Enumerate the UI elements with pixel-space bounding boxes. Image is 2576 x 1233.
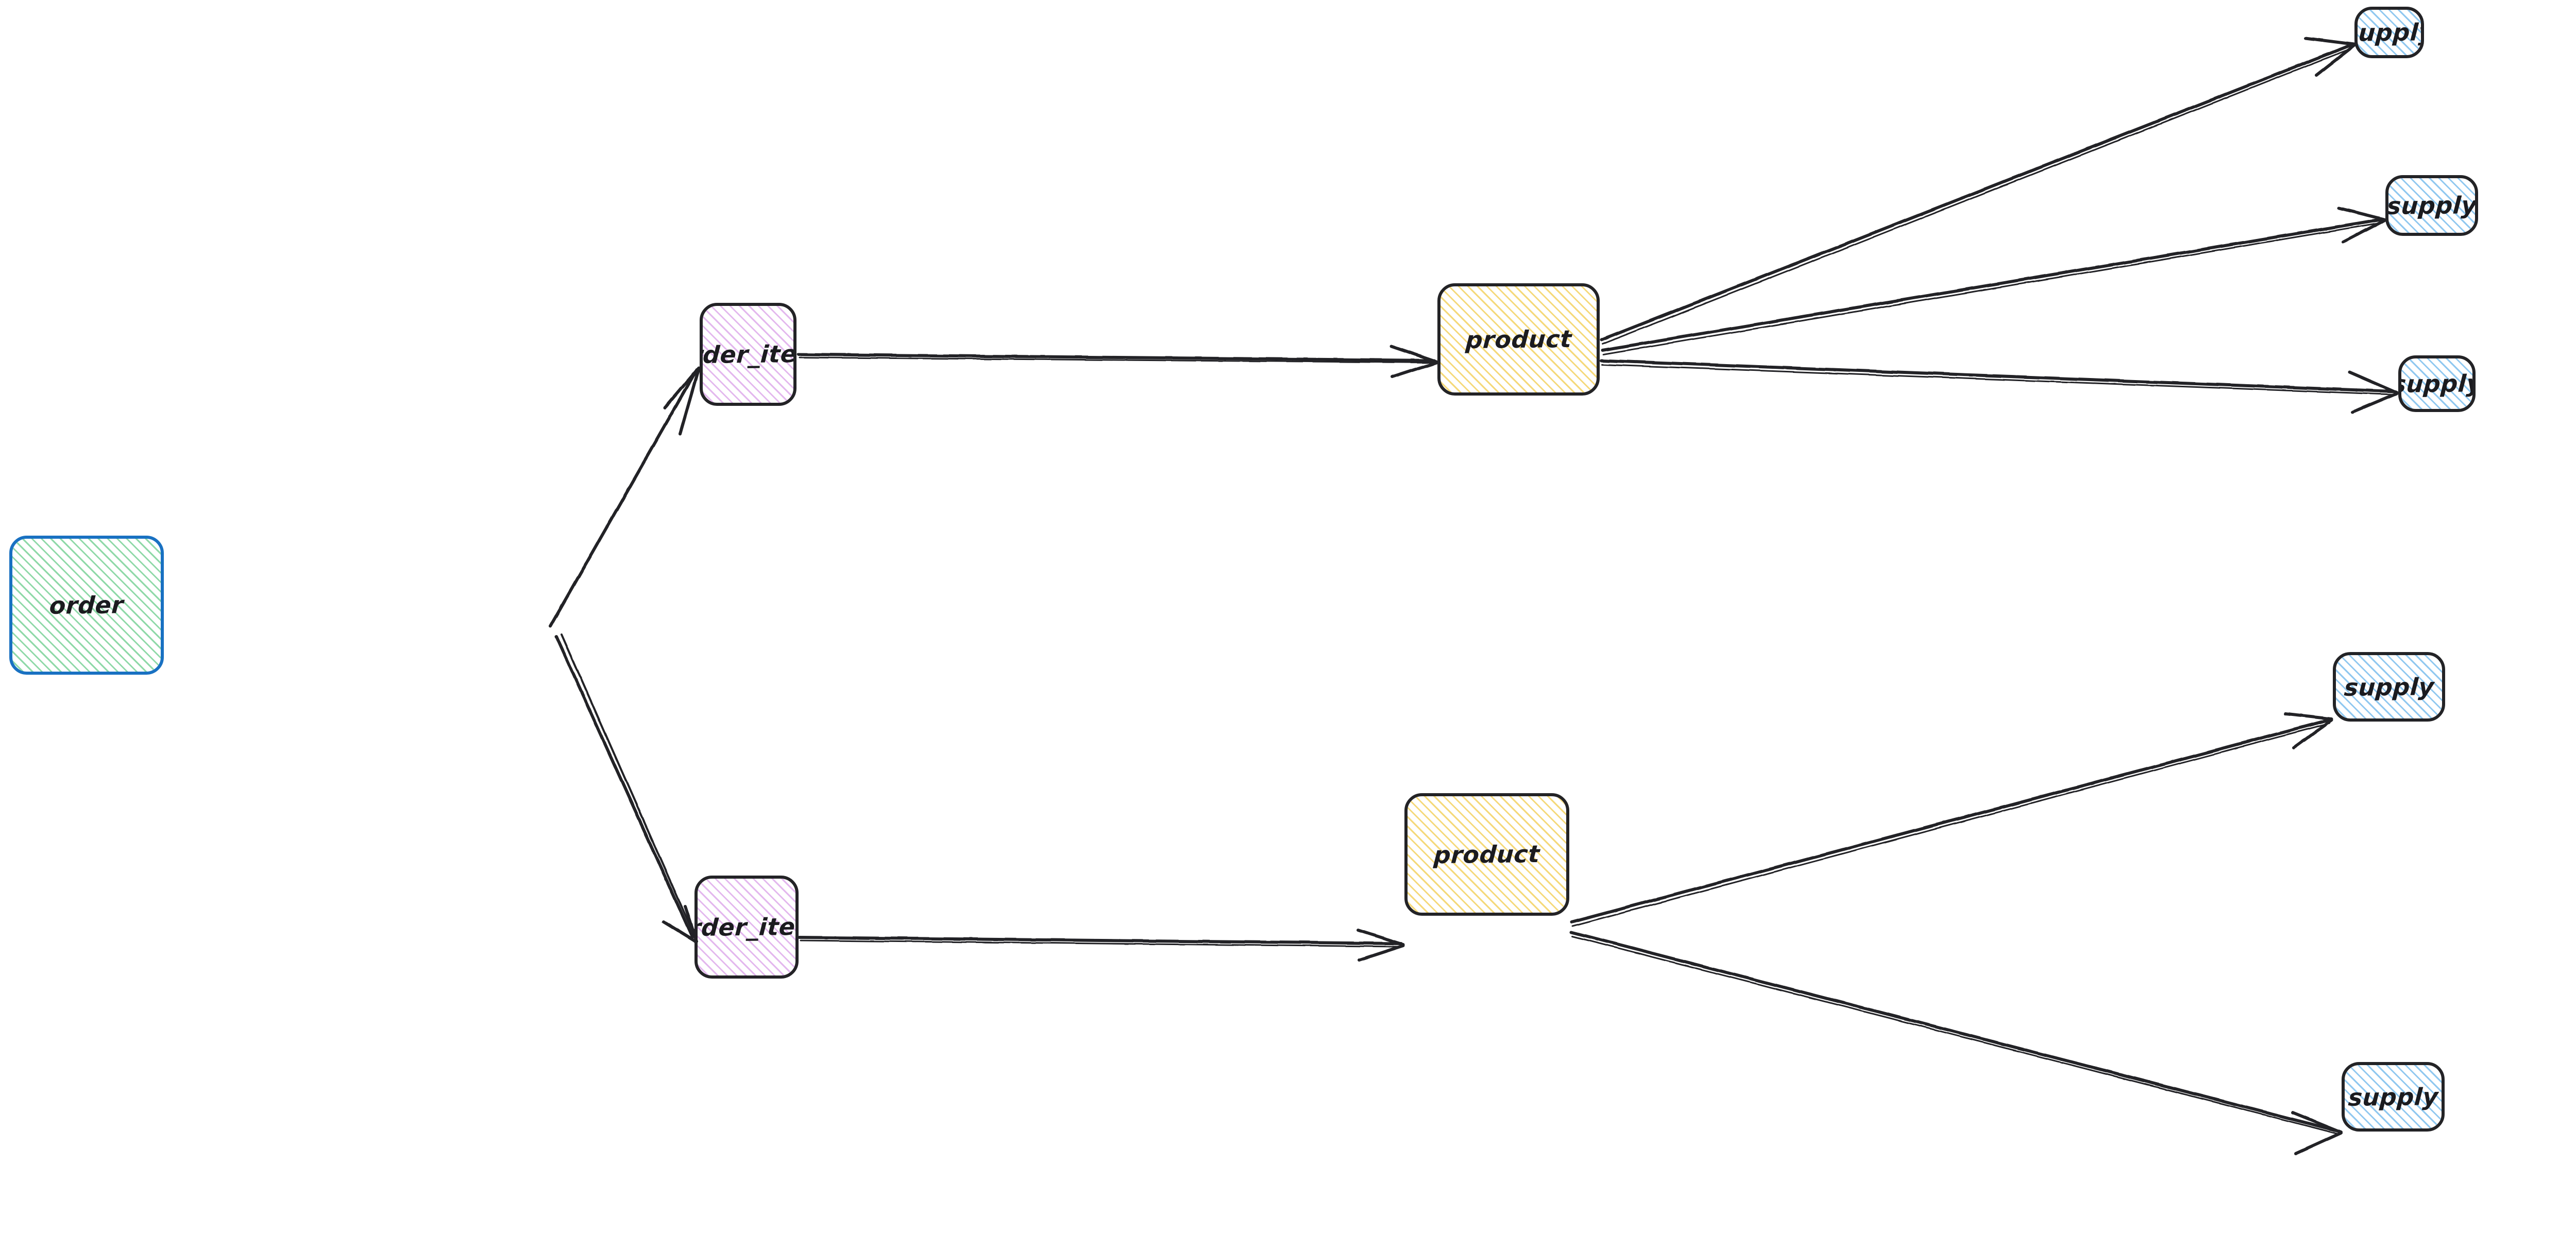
edge-product-to-supply-1 bbox=[1600, 37, 2356, 345]
edge-order-item-to-product-upper bbox=[797, 345, 1438, 379]
node-order-item-upper[interactable]: order_item bbox=[700, 303, 796, 406]
node-product-lower[interactable]: product bbox=[1404, 793, 1569, 916]
node-order-item-upper-label: order_item bbox=[700, 339, 796, 369]
node-product-upper-label: product bbox=[1464, 324, 1573, 354]
node-supply-1-label: supply bbox=[2354, 18, 2424, 47]
node-supply-3-label: supply bbox=[2398, 369, 2476, 398]
edge-product-to-supply-4 bbox=[1570, 712, 2333, 927]
node-supply-5-label: supply bbox=[2347, 1082, 2439, 1111]
node-supply-5[interactable]: supply bbox=[2342, 1062, 2445, 1132]
node-supply-2[interactable]: supply bbox=[2385, 175, 2478, 236]
node-supply-4[interactable]: supply bbox=[2333, 652, 2445, 722]
node-supply-3[interactable]: supply bbox=[2398, 355, 2476, 412]
edge-order-to-order-item-upper bbox=[549, 366, 700, 628]
edge-order-item-to-product-lower bbox=[798, 929, 1405, 962]
node-product-upper[interactable]: product bbox=[1437, 283, 1600, 396]
node-supply-4-label: supply bbox=[2343, 672, 2435, 701]
edge-product-to-supply-2 bbox=[1601, 207, 2386, 355]
node-supply-1[interactable]: supply bbox=[2354, 7, 2424, 58]
node-order-item-lower[interactable]: order_item bbox=[694, 876, 799, 979]
edge-product-to-supply-5 bbox=[1570, 931, 2343, 1155]
edge-product-to-supply-3 bbox=[1600, 359, 2398, 414]
node-product-lower-label: product bbox=[1433, 840, 1541, 869]
node-order[interactable]: order bbox=[9, 536, 164, 675]
node-supply-2-label: supply bbox=[2385, 191, 2478, 220]
edge-order-to-order-item-lower bbox=[555, 633, 698, 943]
node-order-label: order bbox=[48, 591, 125, 620]
node-order-item-lower-label: order_item bbox=[694, 912, 799, 942]
